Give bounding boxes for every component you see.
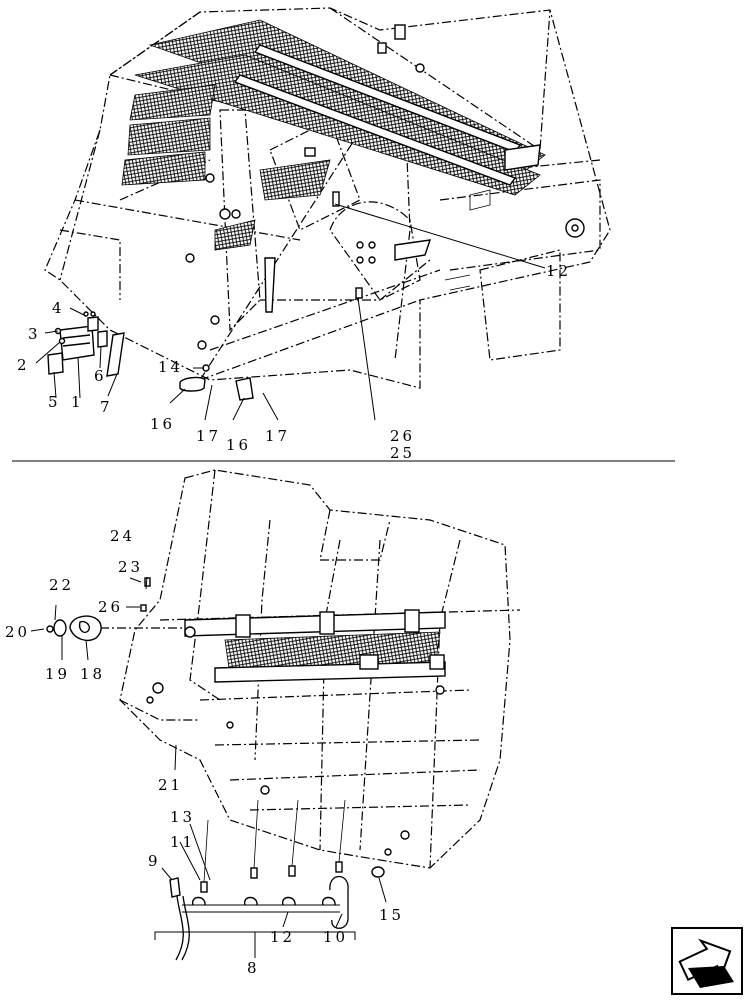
callout-15-lower: 15	[379, 906, 404, 924]
callout-21-lower: 21	[158, 776, 183, 794]
callout-2-upper: 2	[17, 356, 30, 374]
callout-7-upper: 7	[100, 398, 113, 416]
callout-8-lower: 8	[247, 959, 260, 977]
callout-26-upper: 26	[390, 427, 415, 445]
callout-11-lower: 11	[170, 833, 195, 851]
upper-assembly-view	[35, 7, 611, 421]
callout-5-upper: 5	[48, 393, 61, 411]
callout-10-lower: 10	[323, 928, 348, 946]
callout-13-lower: 13	[170, 808, 195, 826]
next-page-arrow-icon[interactable]	[671, 927, 743, 995]
callout-25-upper: 25	[390, 444, 415, 462]
callout-14-upper: 14	[158, 358, 183, 376]
callout-4-upper: 4	[52, 299, 65, 317]
callout-19-lower: 19	[45, 665, 70, 683]
callout-1-upper: 1	[71, 393, 84, 411]
callout-22-lower: 22	[49, 576, 74, 594]
callout-23-lower: 23	[118, 558, 143, 576]
callout-16-upper-right: 16	[226, 436, 251, 454]
callout-3-upper: 3	[28, 325, 41, 343]
callout-26-lower: 26	[98, 598, 123, 616]
callout-18-lower: 18	[80, 665, 105, 683]
callout-6-upper: 6	[94, 367, 107, 385]
callout-24-lower: 24	[110, 527, 135, 545]
callout-17-upper-right: 17	[265, 427, 290, 445]
callout-17-upper-left: 17	[196, 427, 221, 445]
lower-assembly-view	[30, 469, 521, 961]
callout-12-lower: 12	[270, 928, 295, 946]
callout-16-upper-left: 16	[150, 415, 175, 433]
callout-20-lower: 20	[5, 623, 30, 641]
callout-12-upper: 12	[546, 262, 571, 280]
callout-9-lower: 9	[148, 852, 161, 870]
